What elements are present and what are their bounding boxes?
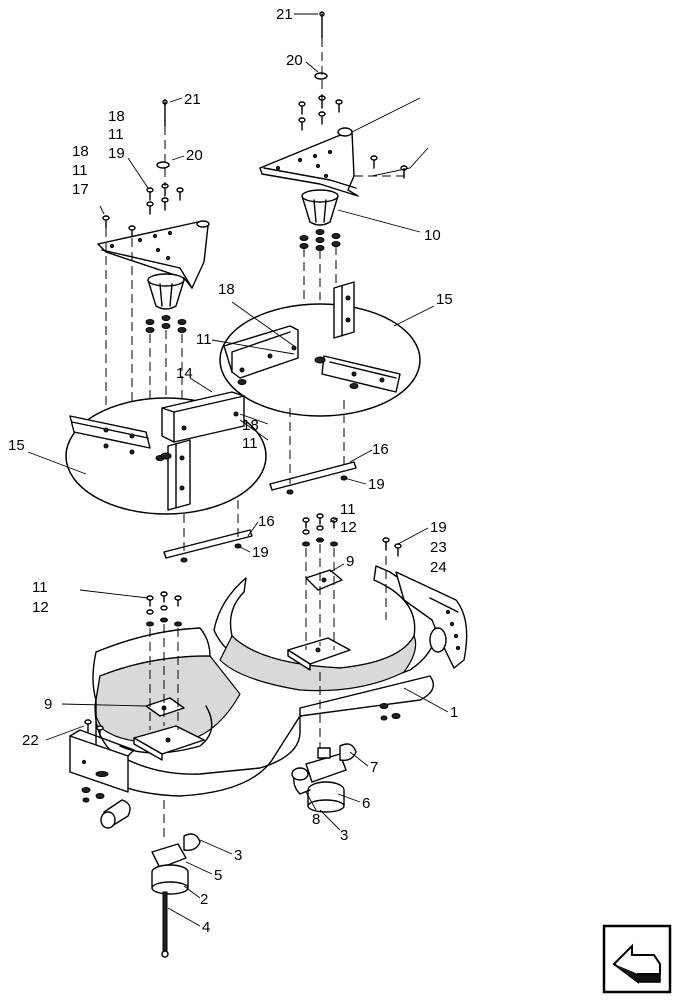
callout-18: 18: [108, 108, 125, 125]
callout-20: 20: [286, 52, 303, 69]
callout-18: 18: [72, 143, 89, 160]
callout-9: 9: [346, 553, 354, 570]
blade-strip-right: [269, 400, 357, 495]
callout-16: 16: [258, 513, 275, 530]
next-page-button[interactable]: [602, 924, 672, 994]
callout-11: 11: [72, 162, 88, 179]
callout-1: 1: [450, 704, 458, 721]
mounting-plate-right: [305, 569, 343, 591]
hydraulic-motor-right: [291, 672, 357, 813]
callout-22: 22: [22, 732, 39, 749]
callout-15: 15: [436, 291, 453, 308]
callout-12: 12: [32, 599, 49, 616]
callout-7: 7: [370, 759, 378, 776]
blade-strip-left: [163, 500, 253, 563]
bolt-set-right-upper: [302, 513, 402, 650]
callout-19: 19: [430, 519, 447, 536]
callout-15: 15: [8, 437, 25, 454]
hydraulic-motor-left: [151, 800, 201, 958]
left-spreader-disc: [65, 391, 267, 515]
callout-18: 18: [242, 417, 259, 434]
callout-19: 19: [368, 476, 385, 493]
callout-16: 16: [372, 441, 389, 458]
callout-21: 21: [184, 91, 201, 108]
callout-3: 3: [234, 847, 242, 864]
bolt-set-left-upper: [84, 591, 182, 739]
callout-6: 6: [362, 795, 370, 812]
arrow-next-icon: [602, 924, 672, 994]
callout-11: 11: [340, 501, 356, 518]
nut-set: [299, 229, 341, 251]
callout-14: 14: [176, 365, 193, 382]
callout-2: 2: [200, 891, 208, 908]
callout-11: 11: [32, 579, 48, 596]
callout-numbers: 21 20 10 21 20 18 11 19 18 11 17 18 11 1…: [8, 6, 458, 936]
callout-8: 8: [312, 811, 320, 828]
callout-9: 9: [44, 696, 52, 713]
callout-20: 20: [186, 147, 203, 164]
callout-11: 11: [242, 435, 258, 452]
callout-3: 3: [340, 827, 348, 844]
spreader-pan: [69, 565, 468, 829]
callout-19: 19: [108, 145, 125, 162]
callout-5: 5: [214, 867, 222, 884]
callout-19: 19: [252, 544, 269, 561]
callout-21: 21: [276, 6, 293, 23]
callout-12: 12: [340, 519, 357, 536]
callout-11: 11: [108, 126, 124, 143]
callout-23: 23: [430, 539, 447, 556]
callout-leaders: [27, 13, 449, 927]
callout-17: 17: [72, 181, 89, 198]
callout-10: 10: [424, 227, 441, 244]
right-spreader-disc: [219, 281, 421, 417]
callout-18: 18: [218, 281, 235, 298]
bolt-set: [298, 95, 408, 179]
callout-24: 24: [430, 559, 447, 576]
upper-right-bracket-assembly: [259, 11, 429, 300]
callout-4: 4: [202, 919, 210, 936]
callout-11: 11: [196, 331, 212, 348]
